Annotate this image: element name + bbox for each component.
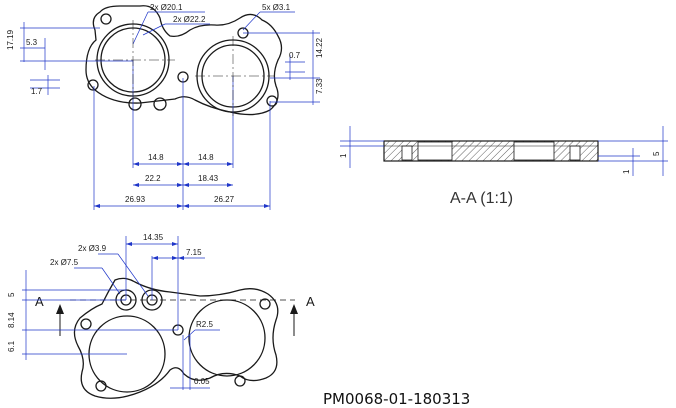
port-bottom-right [188, 299, 266, 377]
section-marker-left: A [35, 294, 44, 309]
top-dimension-lines [20, 11, 320, 210]
label-22-2: 22.2 [145, 174, 161, 183]
bottom-arrowheads [126, 242, 184, 260]
label-6-1: 6.1 [7, 340, 16, 352]
bolt-hole-bottom-3 [259, 298, 271, 310]
bolt-hole-bottom-1 [95, 380, 107, 392]
label-bottom-5: 5 [7, 292, 16, 297]
bolt-hole-4 [266, 95, 278, 107]
label-7-33: 7.33 [315, 78, 324, 94]
label-0-05: 0.05 [194, 377, 210, 386]
label-14-22: 14.22 [315, 37, 324, 58]
label-18-43: 18.43 [198, 174, 219, 183]
section-bore-2 [569, 145, 581, 161]
label-section-1-right: 1 [622, 169, 631, 174]
section-title: A-A (1:1) [450, 190, 513, 207]
section-view: 1 5 1 A-A (1:1) [339, 126, 668, 207]
label-5x-d3-1: 5x Ø3.1 [262, 3, 291, 12]
label-r2-5: R2.5 [196, 320, 213, 329]
label-2x-d7-5: 2x Ø7.5 [50, 258, 79, 267]
label-8-14: 8.14 [7, 312, 16, 328]
label-2x-d3-9: 2x Ø3.9 [78, 244, 107, 253]
label-2x-d20-1: 2x Ø20.1 [150, 3, 183, 12]
section-gap-1 [417, 141, 453, 161]
label-2x-d22-2: 2x Ø22.2 [173, 15, 206, 24]
top-view: 2x Ø20.1 2x Ø22.2 5x Ø3.1 17.19 5.3 1.7 … [6, 3, 324, 210]
label-26-93: 26.93 [125, 195, 146, 204]
top-arrowheads [94, 162, 270, 208]
label-7-15: 7.15 [186, 248, 202, 257]
label-14-35: 14.35 [143, 233, 164, 242]
label-0-7: 0.7 [289, 51, 301, 60]
bolt-hole-1 [100, 13, 112, 25]
bolt-hole-3 [87, 79, 99, 91]
pin-hole-2 [153, 97, 167, 111]
bolt-hole-bottom-2 [234, 375, 246, 387]
label-section-1-left: 1 [339, 153, 348, 158]
bolt-hole-bottom-5 [80, 318, 92, 330]
pin-hole-1 [128, 97, 142, 111]
label-26-27: 26.27 [214, 195, 235, 204]
top-centerlines [95, 20, 275, 116]
part-number: PM0068-01-180313 [323, 390, 470, 408]
label-5-3: 5.3 [26, 38, 38, 47]
label-1-7: 1.7 [31, 87, 43, 96]
label-14-8-left: 14.8 [148, 153, 164, 162]
section-cut-arrows [56, 304, 298, 336]
section-marker-right: A [306, 294, 315, 309]
flange-outline-bottom [73, 277, 279, 399]
bottom-view: A A [7, 233, 315, 399]
label-14-8-right: 14.8 [198, 153, 214, 162]
section-dimension-lines [340, 126, 668, 176]
section-bore-1 [401, 145, 413, 161]
label-17-19: 17.19 [6, 29, 15, 50]
section-gap-2 [513, 141, 555, 161]
label-section-5: 5 [652, 151, 661, 156]
section-body [383, 140, 599, 162]
